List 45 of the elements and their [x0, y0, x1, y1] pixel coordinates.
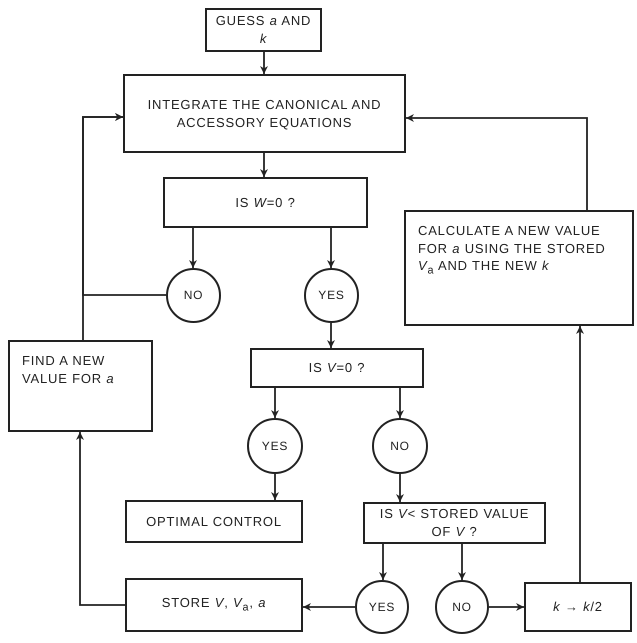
node-text: GUESS a AND k: [214, 12, 312, 48]
node-text: YES: [262, 438, 288, 454]
node-text: CALCULATE A NEW VALUE FOR a USING THE STORED V$_{a}$ AND THE NEW k: [418, 222, 607, 278]
process-box: [205, 8, 322, 52]
arrow: [458, 544, 466, 580]
node-text: YES: [368, 598, 396, 616]
decision-circle: [355, 580, 409, 634]
arrow: [260, 52, 268, 74]
process-box: [125, 578, 303, 632]
node-text: IS V< STORED VALUE OF V ?: [378, 505, 530, 541]
arrow: [396, 388, 404, 418]
arrow: [576, 326, 584, 582]
node-text: IS W=0 ?: [235, 194, 296, 212]
arrow: [489, 603, 524, 611]
process-box: [363, 502, 546, 544]
node-text: NO: [452, 598, 472, 616]
node-text: k → k/2: [553, 598, 603, 616]
decision-circle: [435, 580, 489, 634]
arrow: [303, 603, 355, 611]
node-text: IS V=0 ?: [308, 359, 366, 377]
arrow: [82, 113, 123, 340]
arrow: [396, 474, 404, 502]
arrow: [76, 432, 125, 606]
process-box: [404, 210, 634, 326]
node-text: NO: [184, 287, 204, 304]
arrow: [260, 153, 268, 177]
arrow: [406, 114, 588, 210]
node-text: INTEGRATE THE CANONICAL AND ACCESSORY EQUATIONS: [146, 96, 382, 132]
arrow: [271, 474, 279, 500]
arrow: [189, 228, 197, 268]
node-text: YES: [318, 287, 345, 304]
process-box: [8, 340, 153, 432]
process-box: [250, 348, 424, 388]
node-text: NO: [390, 438, 410, 454]
node-text: STORE V, V$_{a}$, a: [162, 594, 266, 616]
node-text: FIND A NEW VALUE FOR a: [22, 352, 116, 388]
arrow: [327, 323, 335, 348]
process-box: [163, 177, 368, 228]
arrow: [327, 228, 335, 268]
process-box: [123, 74, 406, 153]
process-box: [125, 500, 303, 543]
arrow: [271, 388, 279, 418]
node-text: OPTIMAL CONTROL: [146, 512, 282, 530]
arrow: [379, 544, 387, 580]
process-box: [524, 582, 632, 632]
